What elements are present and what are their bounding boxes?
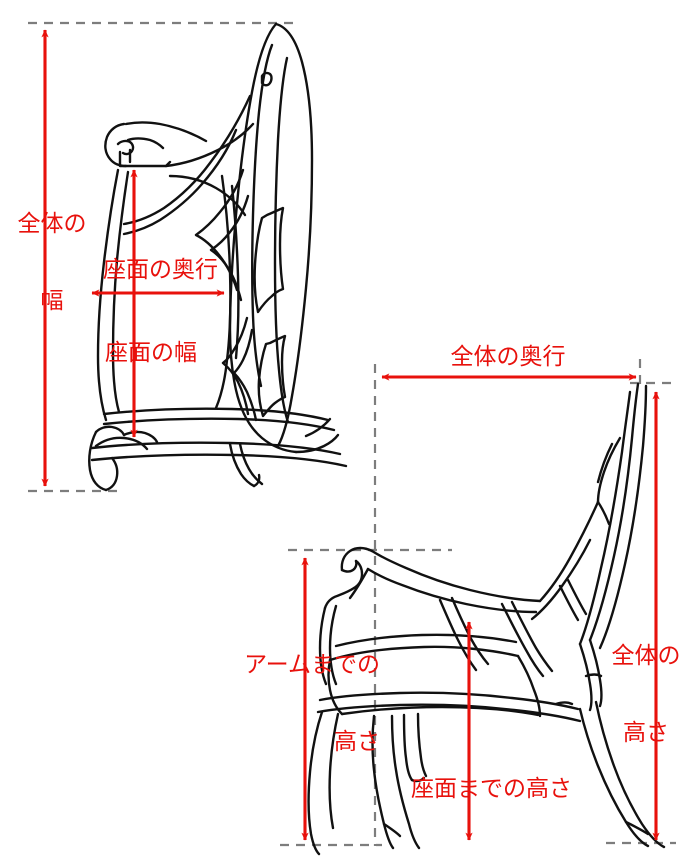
dimension-arrows bbox=[41, 29, 660, 841]
label-arm-height-line1: アームまでの bbox=[244, 651, 380, 678]
label-overall-width-line1: 全体の bbox=[17, 210, 87, 237]
label-overall-width: 全体の 幅 bbox=[4, 160, 100, 366]
label-overall-height: 全体の 高さ bbox=[604, 592, 688, 798]
label-seat-width: 座面の幅 bbox=[105, 340, 197, 366]
label-overall-height-line2: 高さ bbox=[623, 719, 669, 746]
label-arm-height-line2: 高さ bbox=[334, 728, 380, 755]
label-overall-depth: 全体の奥行 bbox=[450, 344, 566, 370]
label-seat-height: 座面までの高さ bbox=[411, 776, 572, 802]
label-overall-height-line1: 全体の bbox=[611, 642, 681, 669]
label-arm-height: アームまでの 高さ bbox=[182, 601, 380, 807]
label-seat-depth: 座面の奥行 bbox=[103, 257, 218, 283]
side-view-chair-drawing bbox=[307, 382, 666, 856]
label-overall-width-line2: 幅 bbox=[40, 287, 64, 314]
